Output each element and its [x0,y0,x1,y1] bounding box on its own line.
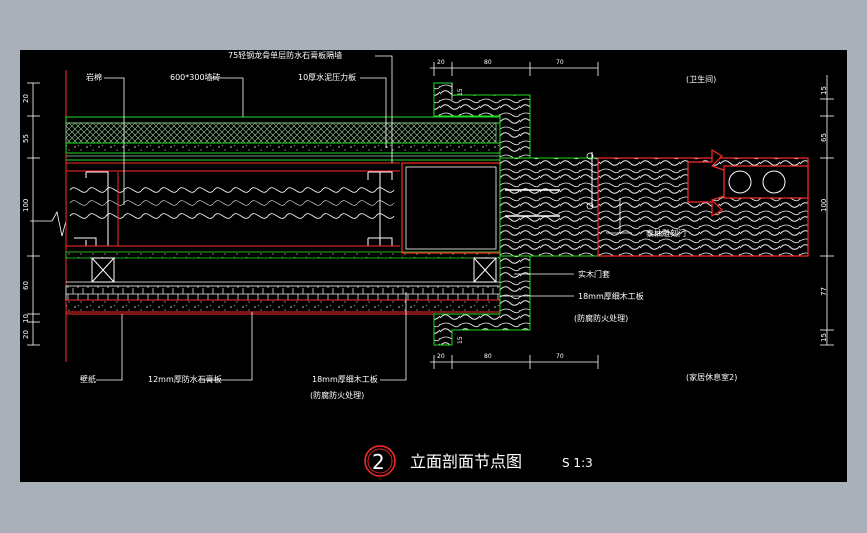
dim-left-1: 20 [22,94,30,103]
title-text: 立面剖面节点图 [410,452,522,471]
label-bedroom: (家居休息室2) [686,372,737,382]
title-number: 2 [372,450,385,474]
bottom-dimension-chain [430,355,599,369]
steel-stud-left [74,171,119,247]
label-board18-bottom: 18mm厚细木工板 [312,374,378,384]
label-rockwool: 岩棉 [86,72,102,82]
label-keel: 75轻钢龙骨单层防水石膏板隔墙 [228,50,342,60]
drawing-title: 2 立面剖面节点图 S 1:3 [364,445,593,477]
dim-right-3: 100 [820,199,828,212]
dim-right-5: 15 [820,333,828,342]
dim-top-2: 80 [484,59,492,66]
dim-right-1: 15 [820,86,828,95]
dim-right-4: 77 [820,287,828,296]
dim-bottom-3: 70 [556,353,564,360]
right-dimension-chain [820,75,834,346]
cement-board [65,142,502,154]
dim-right-2: 65 [820,133,828,142]
mortar-layer [65,122,497,144]
dim-bottom-1: 20 [437,353,445,360]
dim-left-2: 55 [22,134,30,143]
label-tile: 600*300墙砖 [170,72,221,82]
label-board18-right: 18mm厚细木工板 [578,291,644,301]
title-scale: S 1:3 [562,456,593,470]
dim-bottom-2: 80 [484,353,492,360]
title-number-circle [364,445,396,477]
leader-lines [96,55,632,381]
door-handle [687,148,809,218]
dim-left-5: 10 [22,314,30,323]
label-gypsum: 12mm厚防水石膏板 [148,374,222,384]
label-wallpaper: 壁纸 [80,374,96,384]
tile-layer [65,116,507,124]
label-door-cover: 实木门套 [578,269,610,279]
dim-left-3: 100 [22,199,30,212]
gypsum-board-bottom [65,299,507,313]
label-bathroom: (卫生间) [686,74,716,84]
dim-top-small: 15 [457,88,464,96]
label-cement: 10厚水泥压力板 [298,72,356,82]
dim-top-3: 70 [556,59,564,66]
dim-left-4: 60 [22,281,30,290]
plywood-layer [65,285,501,301]
break-line [30,210,67,237]
label-fire-right: (防腐防火处理) [574,313,628,323]
label-teak-door: 泰柚雕刻门 [646,228,686,238]
top-dimension-chain [430,62,599,100]
door-casing-bottom [433,255,531,346]
steel-stud-right [367,171,393,246]
left-dimension-chain [27,82,40,346]
label-fire-bottom: (防腐防火处理) [310,390,364,400]
door-casing-core [499,157,599,257]
dim-top-1: 20 [437,59,445,66]
dim-left-6: 20 [22,330,30,339]
dim-bottom-small: 15 [457,336,464,344]
